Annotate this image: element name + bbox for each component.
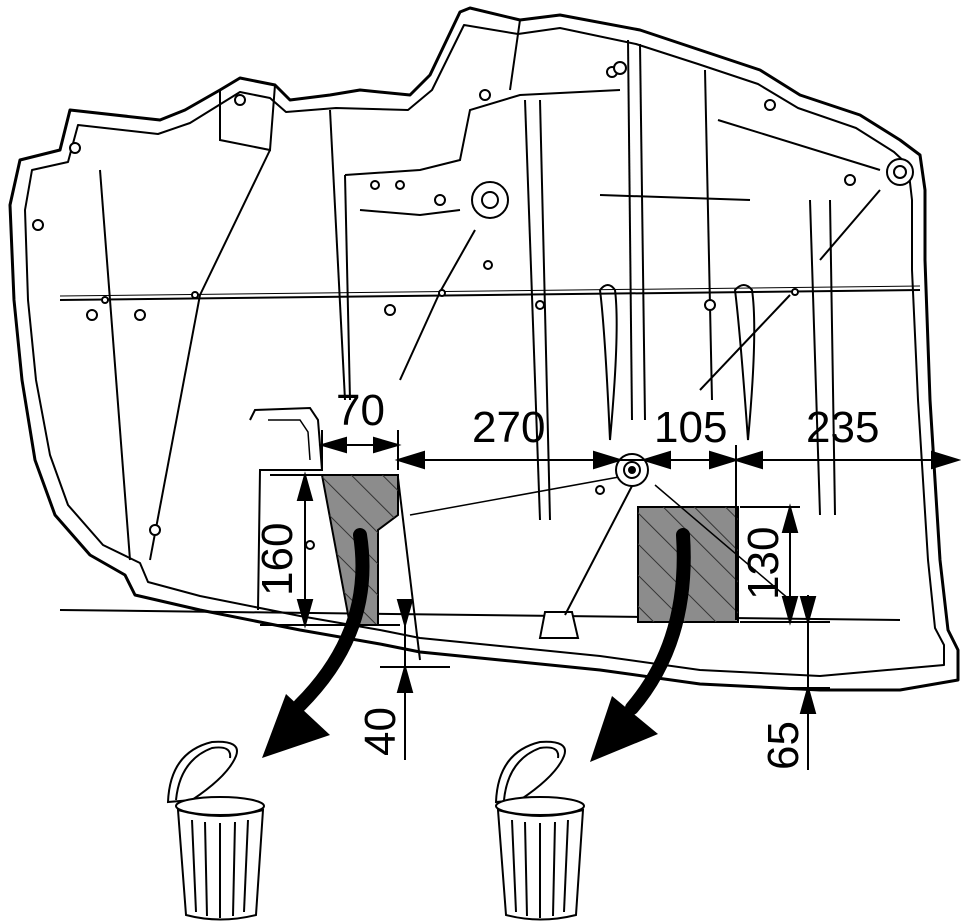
dim-235-label: 235 (806, 403, 879, 452)
trash-can-icon (494, 740, 585, 921)
mounting-holes (32, 61, 914, 636)
dimension-lines (260, 430, 961, 770)
dim-130-label: 130 (739, 527, 788, 600)
discard-arrow-icon (262, 528, 370, 758)
dim-160-label: 160 (253, 523, 302, 596)
dim-105-label: 105 (654, 403, 727, 452)
discard-arrow-icon (590, 528, 691, 762)
dim-270-label: 270 (472, 403, 545, 452)
panel-ribs (59, 19, 921, 621)
dim-65-label: 65 (759, 721, 808, 770)
dim-70-label: 70 (336, 386, 385, 435)
trash-can-icon (166, 740, 265, 921)
dim-40-label: 40 (356, 707, 405, 756)
left-bracket (249, 406, 324, 611)
reference-point-icon (564, 453, 649, 616)
undertray-panel (8, 6, 960, 692)
